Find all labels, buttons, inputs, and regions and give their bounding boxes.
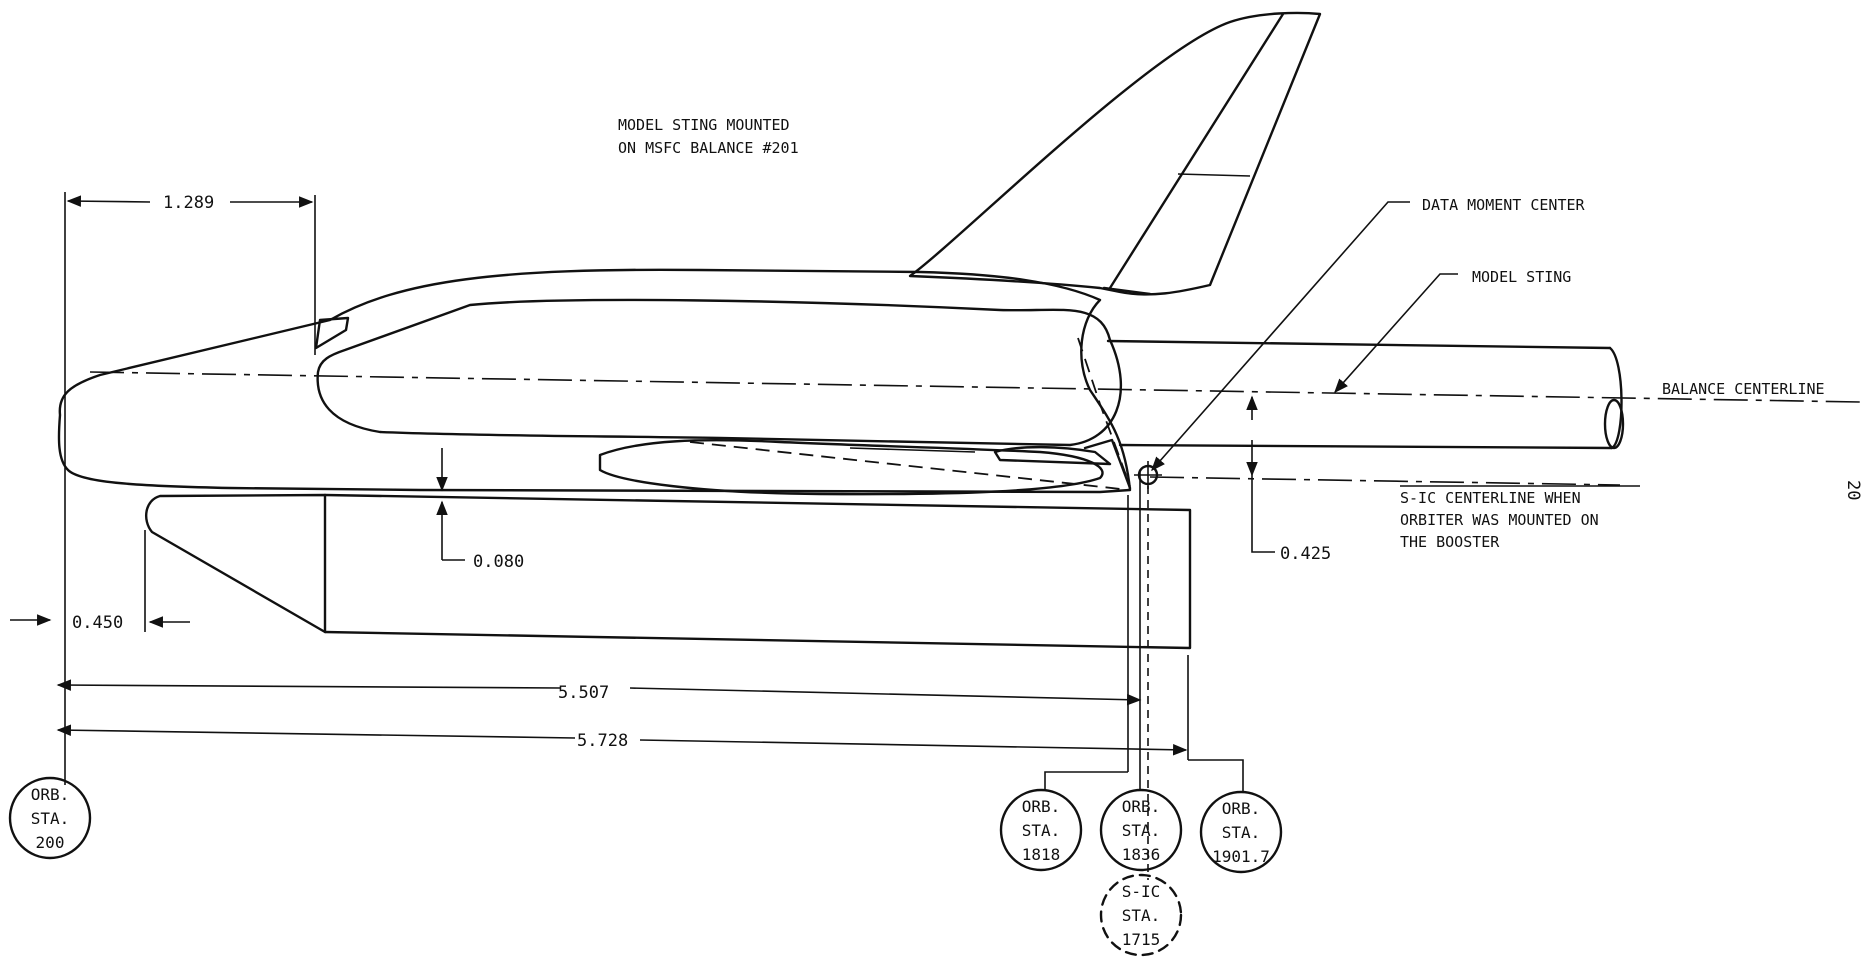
station-orb-1836-l1: ORB. bbox=[1122, 797, 1161, 816]
vertical-tail bbox=[908, 11, 1322, 296]
station-1901-leader bbox=[1188, 759, 1244, 792]
station-sic-1715-l1: S-IC bbox=[1122, 882, 1161, 901]
data-moment-center-symbol bbox=[1134, 461, 1162, 489]
station-1818-leader bbox=[1044, 771, 1128, 790]
model-sting-leader bbox=[1334, 273, 1458, 394]
dimension-0450: 0.450 bbox=[10, 530, 190, 633]
station-orb-1818: ORB. STA. 1818 bbox=[999, 788, 1083, 872]
orbiter-fuselage bbox=[57, 268, 1132, 496]
station-orb-1818-l2: STA. bbox=[1022, 821, 1061, 840]
dimension-5728: 5.728 bbox=[56, 655, 1189, 760]
station-orb-1901-l1: ORB. bbox=[1222, 799, 1261, 818]
station-orb-1901: ORB. STA. 1901.7 bbox=[1199, 790, 1283, 874]
page-number: 20 bbox=[1843, 480, 1863, 500]
sic-centerline-line bbox=[1149, 476, 1621, 486]
station-orb-1836-l3: 1836 bbox=[1122, 845, 1161, 864]
data-moment-center-label: DATA MOMENT CENTER bbox=[1422, 196, 1586, 214]
sic-centerline-label-2: ORBITER WAS MOUNTED ON bbox=[1400, 511, 1599, 529]
adapter-block bbox=[144, 493, 1192, 650]
balance-centerline-line bbox=[89, 371, 1861, 403]
sic-centerline-label-1: S-IC CENTERLINE WHEN bbox=[1400, 489, 1581, 507]
dimension-0425-label: 0.425 bbox=[1280, 544, 1331, 564]
dimension-0450-label: 0.450 bbox=[72, 613, 123, 633]
dimension-5507: 5.507 bbox=[56, 495, 1142, 772]
station-sic-1715: S-IC STA. 1715 bbox=[1099, 873, 1183, 957]
balance-centerline-label: BALANCE CENTERLINE bbox=[1662, 380, 1825, 398]
station-orb-200: ORB. STA. 200 bbox=[8, 776, 92, 860]
model-sting-label: MODEL STING bbox=[1472, 268, 1571, 286]
station-orb-1818-l3: 1818 bbox=[1022, 845, 1061, 864]
data-moment-center-leader bbox=[1151, 201, 1410, 472]
dimension-1289: 1.289 bbox=[64, 192, 316, 785]
station-orb-200-l1: ORB. bbox=[31, 785, 70, 804]
dimension-5728-label: 5.728 bbox=[577, 731, 628, 751]
station-orb-1901-l3: 1901.7 bbox=[1212, 847, 1270, 866]
station-sic-1715-l3: 1715 bbox=[1122, 930, 1161, 949]
dimension-0425: 0.425 bbox=[1246, 395, 1331, 564]
model-sting-body bbox=[1106, 339, 1625, 450]
dimension-0080-label: 0.080 bbox=[473, 552, 524, 572]
station-orb-1836-l2: STA. bbox=[1122, 821, 1161, 840]
dimension-1289-label: 1.289 bbox=[163, 193, 214, 213]
sic-centerline-label-3: THE BOOSTER bbox=[1400, 533, 1500, 551]
station-orb-1901-l2: STA. bbox=[1222, 823, 1261, 842]
dimension-5507-label: 5.507 bbox=[558, 683, 609, 703]
station-orb-1818-l1: ORB. bbox=[1022, 797, 1061, 816]
station-sic-1715-l2: STA. bbox=[1122, 906, 1161, 925]
sting-mount-note-2: ON MSFC BALANCE #201 bbox=[618, 139, 799, 157]
dimension-0080: 0.080 bbox=[436, 448, 524, 572]
station-orb-200-l3: 200 bbox=[36, 833, 65, 852]
station-orb-1836: ORB. STA. 1836 bbox=[1099, 788, 1183, 872]
station-orb-200-l2: STA. bbox=[31, 809, 70, 828]
sting-mount-note-1: MODEL STING MOUNTED bbox=[618, 116, 790, 134]
